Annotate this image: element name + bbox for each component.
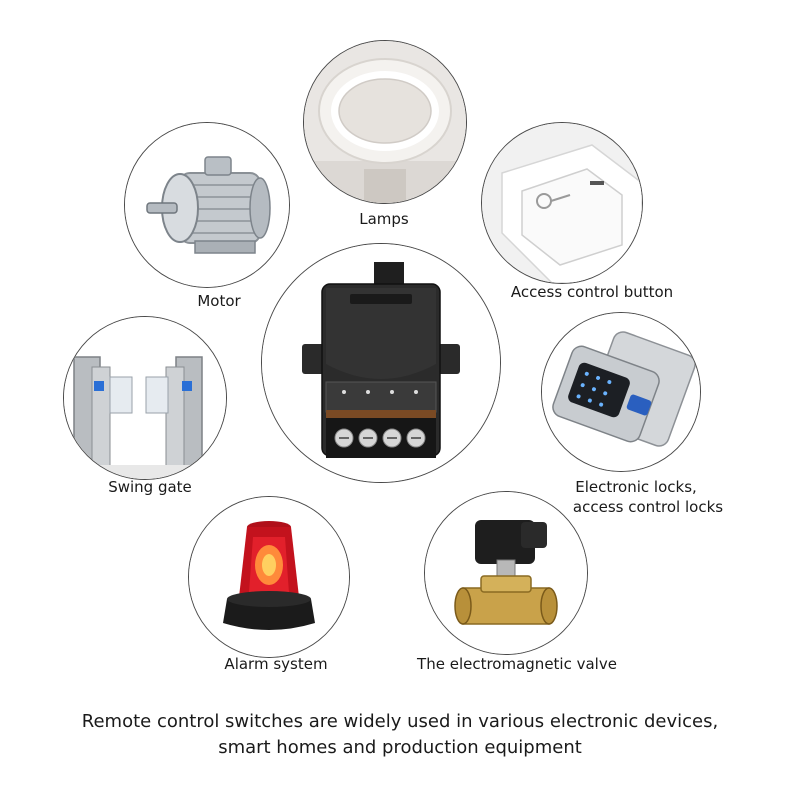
solenoid-valve-icon: [425, 492, 587, 654]
lamps-label: Lamps: [359, 210, 409, 228]
alarm-label: Alarm system: [224, 655, 328, 673]
motor-label: Motor: [197, 292, 241, 310]
caption-line-1: Remote control switches are widely used …: [81, 711, 719, 732]
swing-gate-circle: [63, 316, 227, 480]
access-button-circle: [481, 122, 643, 284]
ceiling-lamp-icon: [304, 41, 466, 203]
valve-circle: [424, 491, 588, 655]
electronic-locks-label-1: Electronic locks,: [575, 478, 697, 496]
alarm-light-icon: [189, 497, 349, 657]
electronic-lock-icon: [542, 313, 700, 471]
swing-gate-icon: [64, 317, 226, 479]
relay-module-icon: [262, 244, 500, 482]
swing-gate-label: Swing gate: [108, 478, 192, 496]
access-button-icon: [482, 123, 642, 283]
alarm-circle: [188, 496, 350, 658]
electric-motor-icon: [125, 123, 289, 287]
electronic-locks-circle: [541, 312, 701, 472]
relay-module-circle: [261, 243, 501, 483]
lamps-circle: [303, 40, 467, 204]
access-button-label: Access control button: [510, 283, 674, 301]
valve-label: The electromagnetic valve: [417, 655, 617, 673]
caption-line-2: smart homes and production equipment: [218, 737, 582, 758]
electronic-locks-label-2: access control locks: [572, 498, 724, 516]
